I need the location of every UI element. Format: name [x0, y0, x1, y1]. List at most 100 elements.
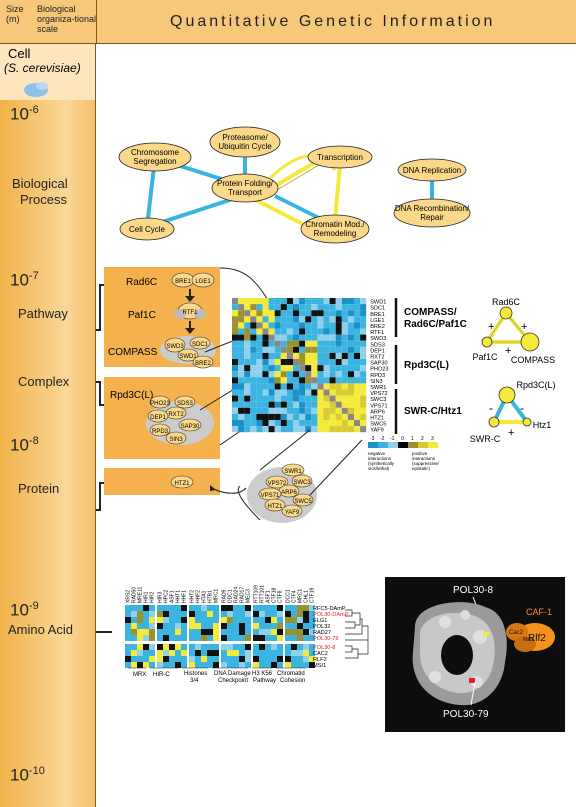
- svg-text:Remodeling: Remodeling: [314, 229, 357, 238]
- heatmap-cell: [341, 420, 348, 427]
- heatmap-cell: [311, 420, 318, 427]
- heatmap-cell: [286, 371, 293, 378]
- node-cellcycle-label: Cell Cycle: [129, 225, 166, 234]
- amino-heat-cell: [149, 605, 155, 611]
- amino-heat-cell: [221, 611, 227, 617]
- amino-heat-cell: [259, 611, 265, 617]
- amino-heat-cell: [233, 662, 239, 668]
- amino-col-label: CTF19: [310, 588, 316, 604]
- amino-heat-cell: [143, 629, 149, 635]
- amino-heat-cell: [189, 662, 195, 668]
- amino-heat-cell: [309, 662, 315, 668]
- heatmap-cell: [323, 383, 330, 390]
- heatmap-cell: [347, 340, 354, 347]
- heatmap-cell: [347, 310, 354, 317]
- heatmap-cell: [238, 389, 245, 396]
- amino-heat-cell: [233, 617, 239, 623]
- svg-text:2: 2: [421, 436, 424, 442]
- svg-text:Pathway: Pathway: [253, 678, 276, 684]
- heatmap-cell: [311, 377, 318, 384]
- amino-heat-cell: [137, 623, 143, 629]
- rlf2-label: Rlf2: [528, 633, 546, 644]
- heatmap-cell: [244, 316, 251, 323]
- heatmap-cell: [268, 298, 275, 305]
- amino-heat-cell: [309, 650, 315, 656]
- amino-col-label: CTF18: [272, 588, 278, 604]
- heatmap-gene-labels: SWD1SDC1BRE1LGE1BRE2RTF1SWD3SDS3DEP1RXT2…: [370, 300, 388, 434]
- heatmap-cell: [335, 395, 342, 402]
- heatmap-cell: [262, 334, 269, 341]
- heatmap-cell: [335, 359, 342, 366]
- header-bar: Size(m) Biological organiza-tional scale…: [0, 0, 576, 44]
- amino-heat-cell: [291, 650, 297, 656]
- amino-heat-cell: [297, 617, 303, 623]
- heatmap-cell: [280, 377, 287, 384]
- amino-heat-cell: [309, 605, 315, 611]
- heatmap-cell: [274, 377, 281, 384]
- heatmap-cell: [354, 420, 361, 427]
- heatmap-cell: [268, 328, 275, 335]
- heatmap-cell: [341, 340, 348, 347]
- band-pathway: 10-7 Pathway Complex: [0, 266, 96, 431]
- heatmap-cell: [299, 340, 306, 347]
- heatmap-cell: [317, 426, 324, 433]
- heatmap-cell: [250, 316, 257, 323]
- amino-heat-cell: [291, 662, 297, 668]
- heatmap-cell: [262, 359, 269, 366]
- node-transcription-label: Transcription: [317, 153, 363, 162]
- amino-heat-cell: [297, 611, 303, 617]
- heatmap-cell: [244, 389, 251, 396]
- heatmap-cell: [360, 334, 367, 341]
- heatmap-cell: [360, 377, 367, 384]
- heatmap-cell: [341, 298, 348, 305]
- heatmap-cell: [244, 346, 251, 353]
- heatmap-cell: [232, 395, 239, 402]
- heatmap-cell: [360, 413, 367, 420]
- svg-text:+: +: [488, 321, 494, 333]
- protein-swc5: SWC5: [294, 499, 312, 505]
- band-process: 10-6 Biological Process: [0, 100, 96, 266]
- heatmap-cell: [250, 420, 257, 427]
- heatmap-cell: [293, 359, 300, 366]
- heatmap-cell: [347, 322, 354, 329]
- node-dnarecomb: [393, 198, 471, 228]
- heatmap-cell: [323, 340, 330, 347]
- amino-heat-cell: [169, 656, 175, 662]
- amino-heat-cell: [309, 629, 315, 635]
- heatmap-cell: [238, 334, 245, 341]
- heatmap-gene-label: VPS72: [370, 391, 387, 397]
- amino-heat-cell: [207, 635, 213, 641]
- heatmap-cell: [317, 413, 324, 420]
- heatmap-cell: [329, 407, 336, 414]
- amino-heat-cell: [259, 629, 265, 635]
- group-mrx: MRX: [133, 672, 146, 678]
- amino-heat-cell: [233, 611, 239, 617]
- heatmap-gene-label: LGE1: [370, 318, 384, 324]
- heatmap-cell: [286, 395, 293, 402]
- heatmap-cell: [305, 420, 312, 427]
- amino-heat-cell: [297, 656, 303, 662]
- amino-heat-cell: [157, 635, 163, 641]
- amino-heat-cell: [265, 635, 271, 641]
- amino-row-label: ELG1: [313, 618, 327, 624]
- amino-heat-cell: [221, 605, 227, 611]
- heatmap-cell: [354, 426, 361, 433]
- heatmap-cell: [244, 407, 251, 414]
- heatmap-cell: [232, 377, 239, 384]
- heatmap-cell: [256, 322, 263, 329]
- heatmap-cell: [299, 389, 306, 396]
- heatmap-cell: [280, 316, 287, 323]
- heatmap-cell: [256, 377, 263, 384]
- amino-heat-cell: [175, 650, 181, 656]
- amino-heat-cell: [189, 656, 195, 662]
- pcna-structure-image: POL30-8 CAF-1 Cac2 Msi1: [412, 585, 555, 720]
- amino-heat-cell: [303, 605, 309, 611]
- label-rad6c: Rad6C: [126, 277, 157, 288]
- heatmap-gene-label: SWR1: [370, 385, 386, 391]
- amino-heat-cell: [137, 650, 143, 656]
- amino-heat-cell: [181, 650, 187, 656]
- heatmap-cell: [286, 383, 293, 390]
- heatmap-cell: [305, 371, 312, 378]
- heatmap-cell: [244, 322, 251, 329]
- heatmap-cell: [354, 407, 361, 414]
